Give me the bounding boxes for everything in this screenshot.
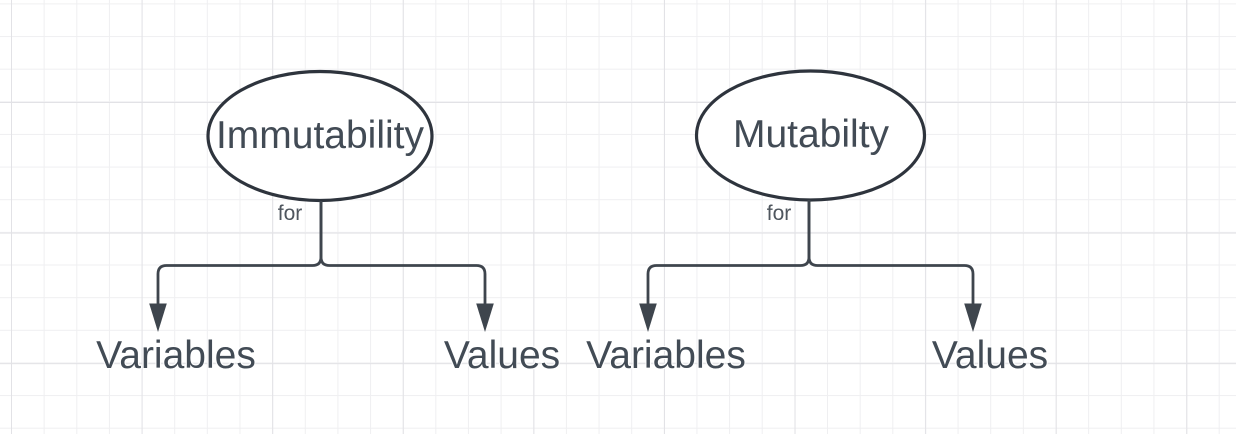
edge-label-for-immutability[interactable]: for [277,202,303,225]
arrow-down-icon [149,303,167,332]
node-label-immutability[interactable]: Immutability [215,114,425,157]
edge-label-for-mutability[interactable]: for [766,202,792,225]
arrow-down-icon [964,303,982,332]
leaf-label-mutability-values[interactable]: Values [931,334,1049,377]
leaf-label-immutability-values[interactable]: Values [443,334,561,377]
leaf-label-mutability-variables[interactable]: Variables [586,334,746,377]
node-label-mutability[interactable]: Mutabilty [732,113,890,156]
arrow-down-icon [639,303,657,332]
edge-line [807,200,975,304]
edge-line [319,201,487,304]
edge-mutability-values[interactable] [807,200,982,332]
arrow-down-icon [476,303,494,332]
node-ellipse-immutability[interactable] [206,69,434,203]
edge-immutability-values[interactable] [319,201,494,332]
node-ellipse-mutability[interactable] [694,69,927,202]
leaf-label-immutability-variables[interactable]: Variables [96,334,256,377]
